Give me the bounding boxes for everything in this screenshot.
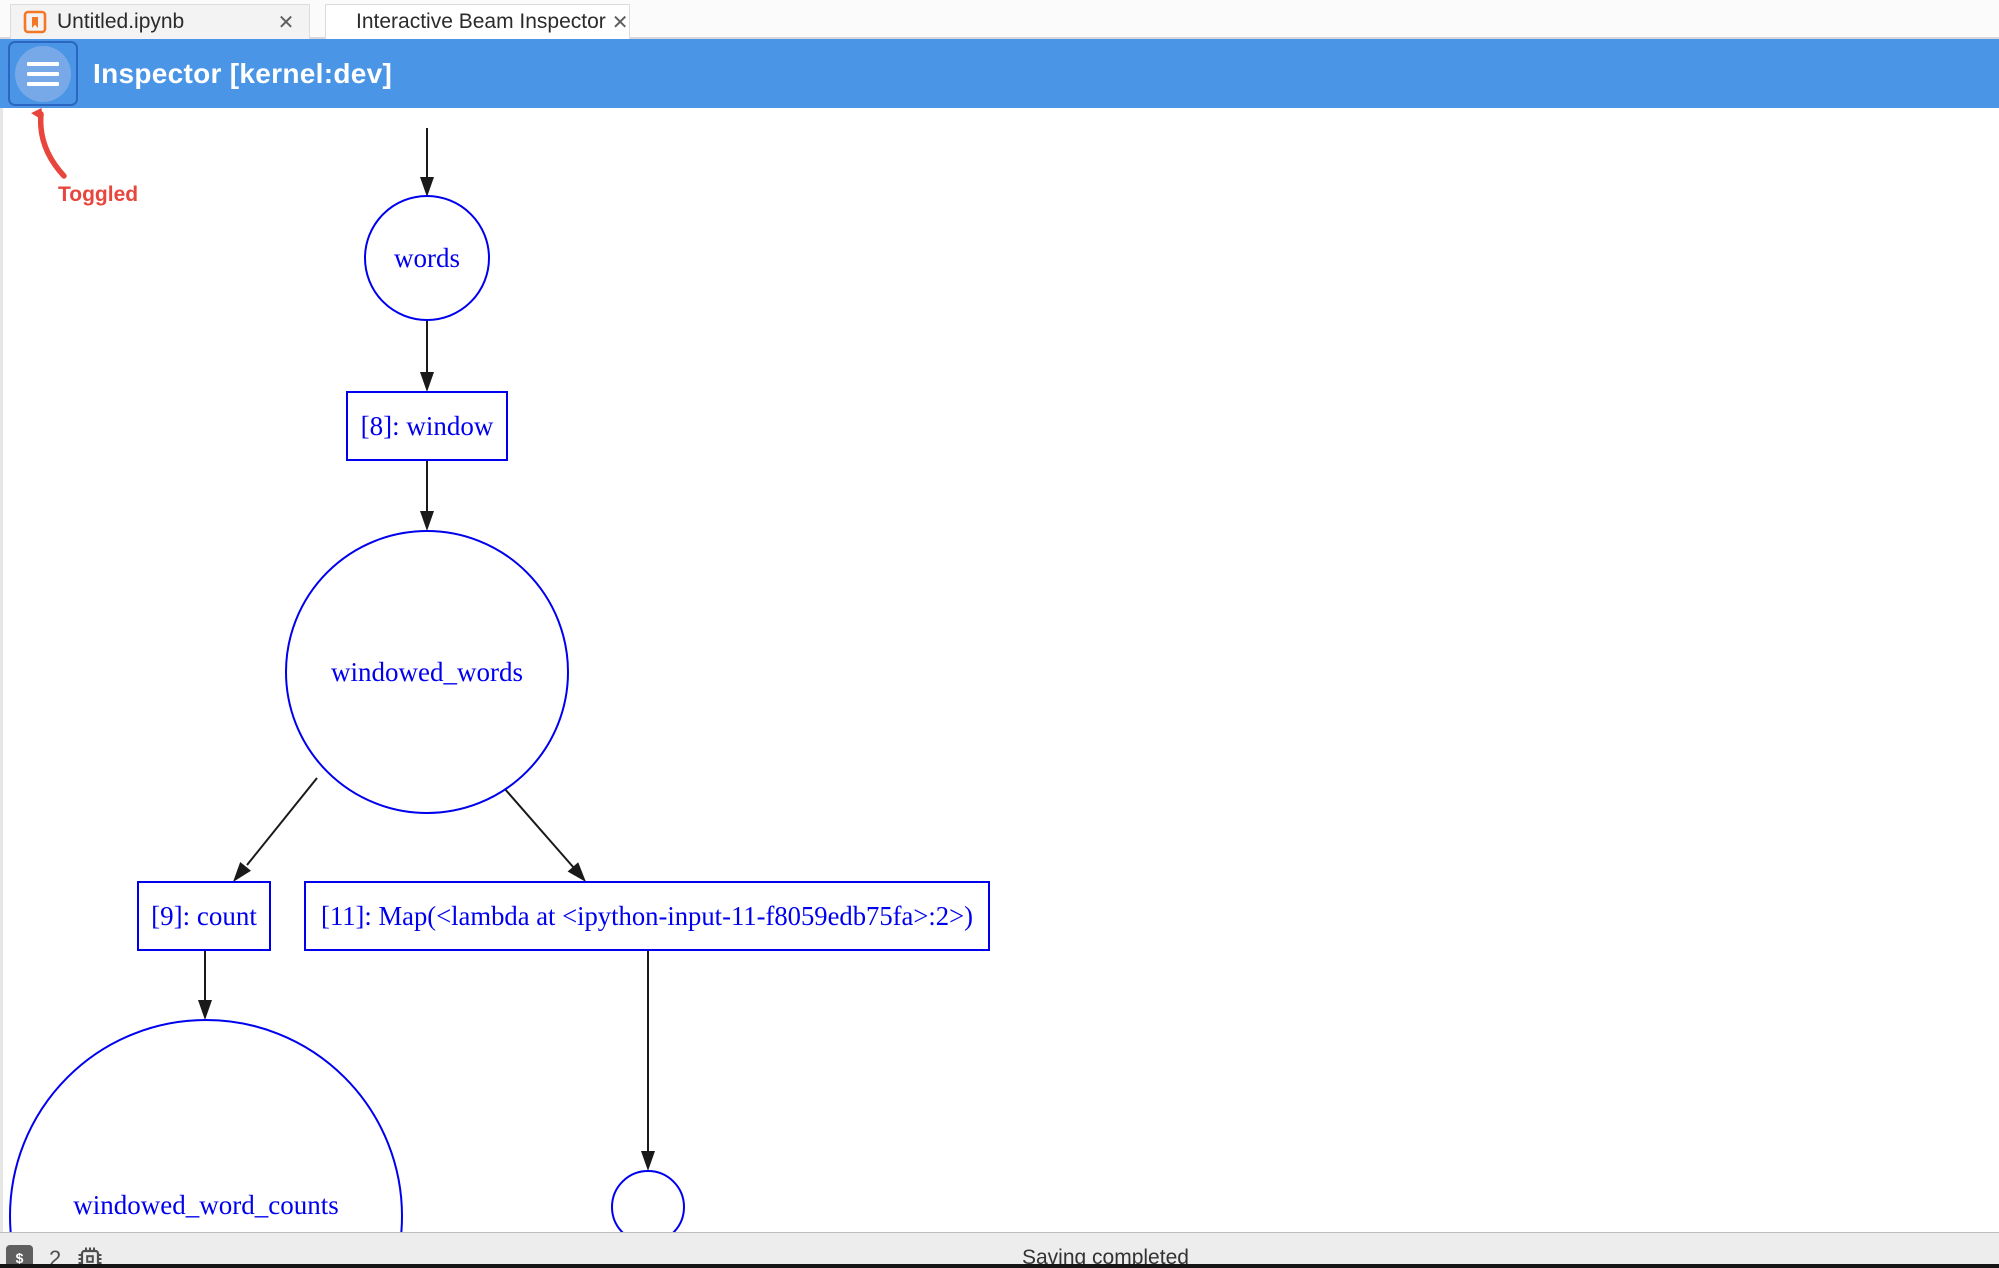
notebook-icon	[23, 10, 47, 34]
node-windowed-word-counts	[9, 1019, 403, 1232]
kernel-icon[interactable]	[77, 1246, 103, 1268]
save-status-message: Saving completed	[1022, 1246, 1189, 1268]
close-icon[interactable]: ✕	[611, 11, 629, 34]
hamburger-icon	[15, 45, 71, 102]
graph-nodes	[9, 195, 990, 1232]
arrowhead	[233, 862, 251, 882]
status-bar: $ 2 Saving completed	[0, 1232, 1999, 1268]
terminal-icon[interactable]: $	[6, 1245, 33, 1268]
tab-untitled-notebook[interactable]: Untitled.ipynb ✕	[10, 4, 310, 39]
node-label-words: words	[394, 243, 460, 273]
graph-edges	[204, 128, 649, 1154]
graph-labels: words [8]: window windowed_words [9]: co…	[73, 243, 973, 1220]
graph-arrowheads	[198, 177, 655, 1171]
tab-bar: Untitled.ipynb ✕ Interactive Beam Inspec…	[0, 0, 1999, 39]
node-label-windowed-words: windowed_words	[331, 657, 523, 687]
close-icon[interactable]: ✕	[277, 11, 295, 34]
edge-windowedwords-count	[246, 777, 318, 866]
arrowhead	[420, 511, 434, 531]
node-label-window: [8]: window	[361, 411, 494, 441]
content-left-edge	[0, 108, 3, 1232]
inspector-header: Inspector [kernel:dev]	[0, 39, 1999, 108]
window-bottom-edge	[0, 1264, 1999, 1268]
arrowhead	[198, 1000, 212, 1020]
toggled-annotation-label: Toggled	[58, 183, 139, 206]
kernel-session-count[interactable]: 2	[49, 1246, 62, 1268]
menu-toggle-button[interactable]	[8, 41, 78, 106]
arrowhead	[420, 177, 434, 197]
tab-label: Interactive Beam Inspector	[356, 10, 606, 33]
arrowhead	[420, 372, 434, 392]
node-window	[346, 391, 508, 461]
arrowhead	[567, 862, 586, 882]
arrowhead	[641, 1151, 655, 1171]
edge-windowedwords-map	[496, 779, 575, 869]
status-bar-left: $ 2	[6, 1245, 103, 1268]
node-label-windowed-word-counts: windowed_word_counts	[73, 1190, 338, 1220]
pipeline-graph: words [8]: window windowed_words [9]: co…	[9, 128, 990, 1232]
node-label-count: [9]: count	[151, 901, 257, 931]
page-title: Inspector [kernel:dev]	[93, 58, 393, 89]
tab-label: Untitled.ipynb	[57, 10, 185, 33]
node-unnamed-output	[611, 1170, 685, 1232]
toggled-annotation-arrow	[31, 108, 67, 179]
tab-beam-inspector[interactable]: Interactive Beam Inspector ✕	[325, 4, 630, 39]
node-label-map-lambda: [11]: Map(<lambda at <ipython-input-11-f…	[321, 901, 973, 931]
node-count	[137, 881, 271, 951]
node-words	[364, 195, 490, 321]
node-windowed-words	[285, 530, 569, 814]
node-map-lambda	[304, 881, 990, 951]
